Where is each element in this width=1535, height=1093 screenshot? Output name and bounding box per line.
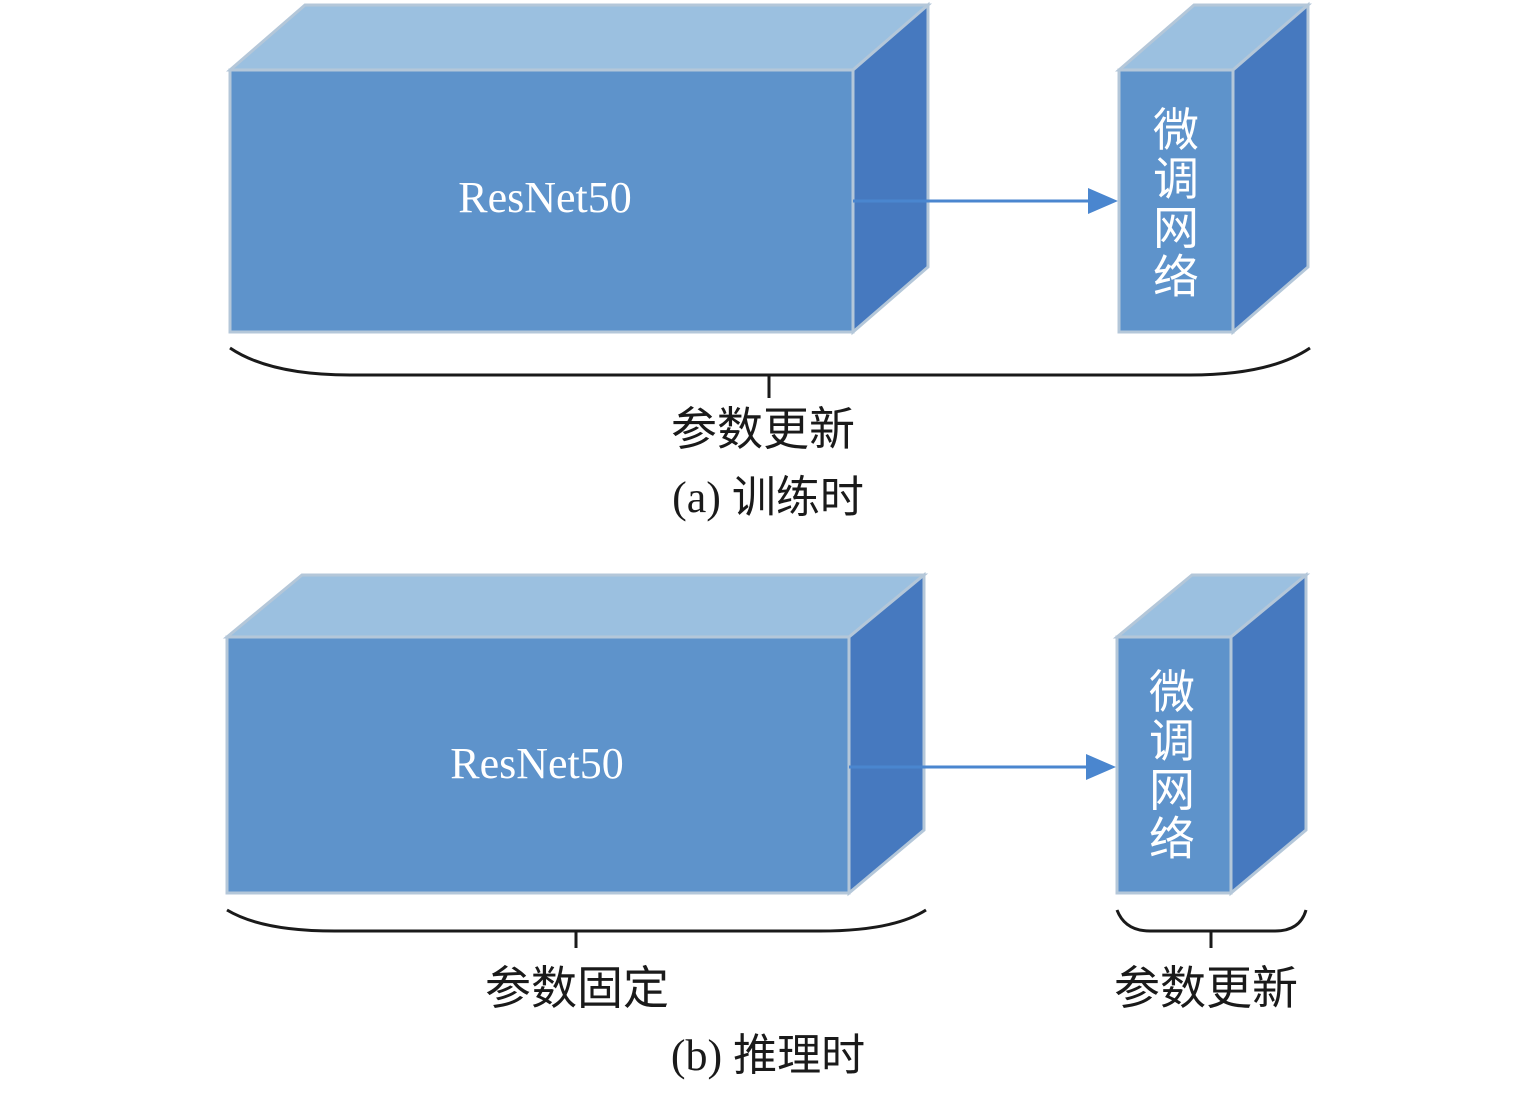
brace-b-backbone [226,908,927,948]
param-fixed-label-b: 参数固定 [485,961,669,1015]
finetune-block-b: 微 调 网 络 [1112,571,1311,897]
finetune-label-b-char-4: 络 [1149,812,1195,866]
resnet50-block-a-top [225,3,933,72]
arrow-b-head [1086,754,1116,780]
resnet50-block-b: ResNet50 [222,571,929,897]
finetune-label-a-char-2: 调 [1153,152,1199,206]
caption-b: (b) 推理时 [671,1031,865,1080]
finetune-label-b-char-3: 网 [1149,763,1195,817]
finetune-label-a-char-4: 络 [1153,250,1199,304]
finetune-block-a: 微 调 网 络 [1114,1,1313,336]
param-update-label-b: 参数更新 [1114,961,1298,1015]
panel-b: ResNet50 微 调 网 络 参数固定 参数更新 (b) 推理时 [222,571,1311,1080]
caption-a: (a) 训练时 [672,473,864,522]
resnet50-label-b: ResNet50 [450,739,624,788]
resnet50-block-a: ResNet50 [225,1,933,336]
brace-b-finetune [1115,909,1308,948]
resnet50-block-b-top [222,573,929,639]
brace-a [229,346,1311,398]
resnet50-label-a: ResNet50 [458,173,632,222]
resnet50-block-b-front [225,635,851,895]
finetune-label-a-char-3: 网 [1153,201,1199,255]
finetune-block-b-front [1115,635,1233,895]
param-update-label-a: 参数更新 [671,402,855,456]
resnet50-block-a-front [228,68,855,334]
arrow-a-head [1088,188,1118,214]
finetune-block-a-front [1117,68,1235,334]
panel-a: ResNet50 微 调 网 络 参数更新 (a) 训练时 [225,1,1313,522]
finetune-label-b-char-1: 微 [1149,665,1195,719]
finetune-label-b-char-2: 调 [1149,714,1195,768]
finetune-label-a-char-1: 微 [1153,103,1199,157]
arrow-a [853,188,1118,214]
arrow-b [849,754,1116,780]
